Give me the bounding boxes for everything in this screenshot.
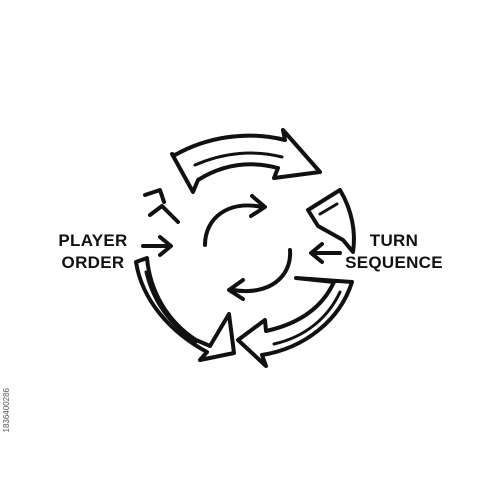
turn-sequence-label: TURN SEQUENCE (344, 230, 444, 274)
stock-image-id-text: 1836400286 (2, 388, 11, 433)
inner-cycle-arrows (203, 194, 293, 301)
player-order-label: PLAYER ORDER (58, 230, 128, 274)
player-order-line-1: PLAYER (58, 231, 128, 250)
right-pointer-arrow (309, 242, 342, 264)
turn-sequence-line-1: TURN (369, 231, 419, 250)
top-left-segments (143, 188, 180, 224)
top-outer-arrow (170, 128, 322, 194)
turn-sequence-line-2: SEQUENCE (345, 253, 443, 272)
left-pointer-arrow (141, 235, 173, 257)
player-order-line-2: ORDER (61, 253, 125, 272)
stock-image-id: 1836400286 (2, 388, 14, 498)
right-outer-arrow (306, 188, 356, 254)
bottom-outer-arrow (236, 276, 354, 368)
left-outer-arrow (134, 256, 236, 362)
